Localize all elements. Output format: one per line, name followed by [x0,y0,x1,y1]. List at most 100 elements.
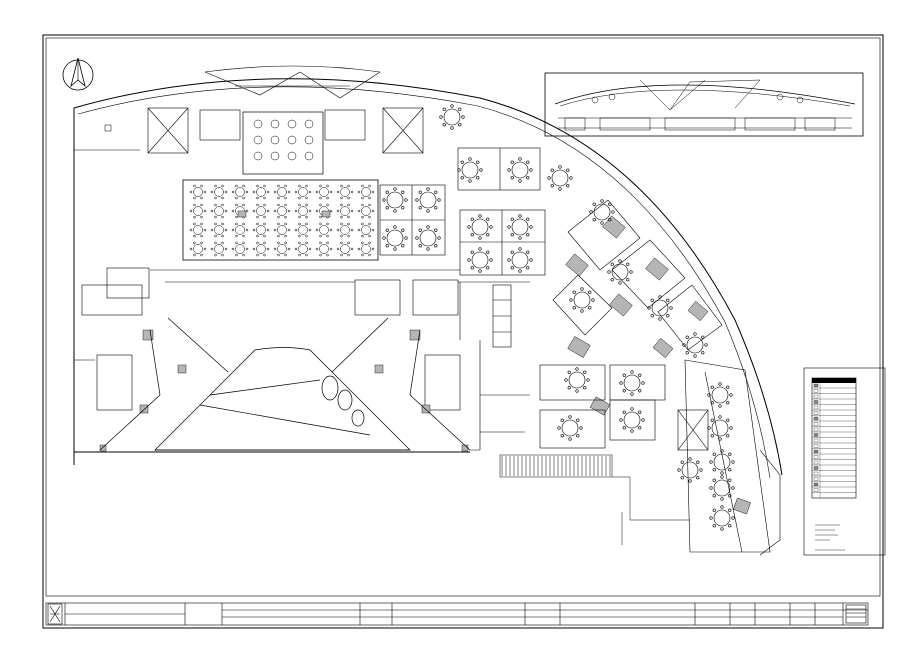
chair [638,389,642,393]
legend-swatch [813,394,819,399]
chair [726,434,730,438]
chair [193,241,196,245]
chair [340,253,343,257]
title-block [45,602,869,626]
chair [214,203,217,207]
chair [200,196,203,200]
chair [622,426,626,430]
legend-swatch [813,471,819,476]
chair [200,241,203,245]
banquet-table [287,151,297,161]
chair [263,184,266,188]
banquet-table [214,206,224,216]
banquet-hall [182,111,379,261]
chair [669,306,673,310]
chair [572,306,576,310]
chair [712,452,716,456]
legend-swatch [813,400,819,404]
chair [650,298,654,302]
round-table [419,191,437,209]
chair [350,209,354,213]
chair [336,209,340,213]
chair [235,196,238,200]
chair [710,434,714,438]
chair [567,386,571,390]
chair [526,233,530,237]
chair [426,247,430,251]
chair [203,247,207,251]
banquet-table [235,244,245,254]
round-table [711,386,729,404]
chair [256,234,259,238]
chair [626,262,630,266]
chair [224,247,228,251]
chair [252,190,256,194]
chair [658,317,662,321]
banquet-table [277,244,287,254]
chair [510,217,514,221]
chair [308,209,312,213]
banquet-table [277,225,287,235]
chair [576,434,580,438]
chair [273,247,277,251]
chair [336,247,340,251]
chair [305,184,308,188]
chair [284,184,287,188]
chair [368,196,371,200]
chair [242,222,245,226]
chair [305,203,308,207]
drawing-frame [45,37,881,597]
chair [712,478,716,482]
chair [284,215,287,219]
chair [340,222,343,226]
chair [298,253,301,257]
banquet-table [304,135,314,145]
chair [326,222,329,226]
chair [467,258,471,262]
chair [326,203,329,207]
round-table [443,108,461,126]
chair [709,516,713,520]
chair [315,209,319,213]
chair [340,215,343,219]
chair [526,250,530,254]
chair [558,165,562,169]
chair [298,241,301,245]
banquet-table [361,206,371,216]
chair [426,209,430,213]
banquet-table [277,187,287,197]
chair [418,190,422,194]
chair [224,209,228,213]
chair [221,234,224,238]
round-table [561,419,579,437]
chair [214,196,217,200]
chair [263,196,266,200]
banquet-table [270,151,280,161]
chair [688,457,692,461]
chair [470,233,474,237]
chair [361,184,364,188]
chair [575,389,579,393]
chair [569,176,573,180]
chair [210,209,214,213]
chair [619,381,623,385]
chair [361,241,364,245]
chair [731,460,735,464]
chair [638,373,642,377]
chair [266,209,270,213]
chair [305,234,308,238]
chair [340,203,343,207]
chair [368,215,371,219]
chair [350,247,354,251]
chair [200,203,203,207]
chair [699,468,703,472]
chair [589,210,593,214]
chair [235,184,238,188]
chair [189,190,193,194]
chair [231,247,235,251]
chair [266,228,270,232]
chair [478,236,482,240]
banquet-table [193,244,203,254]
banquet-table [340,225,350,235]
chair [242,234,245,238]
